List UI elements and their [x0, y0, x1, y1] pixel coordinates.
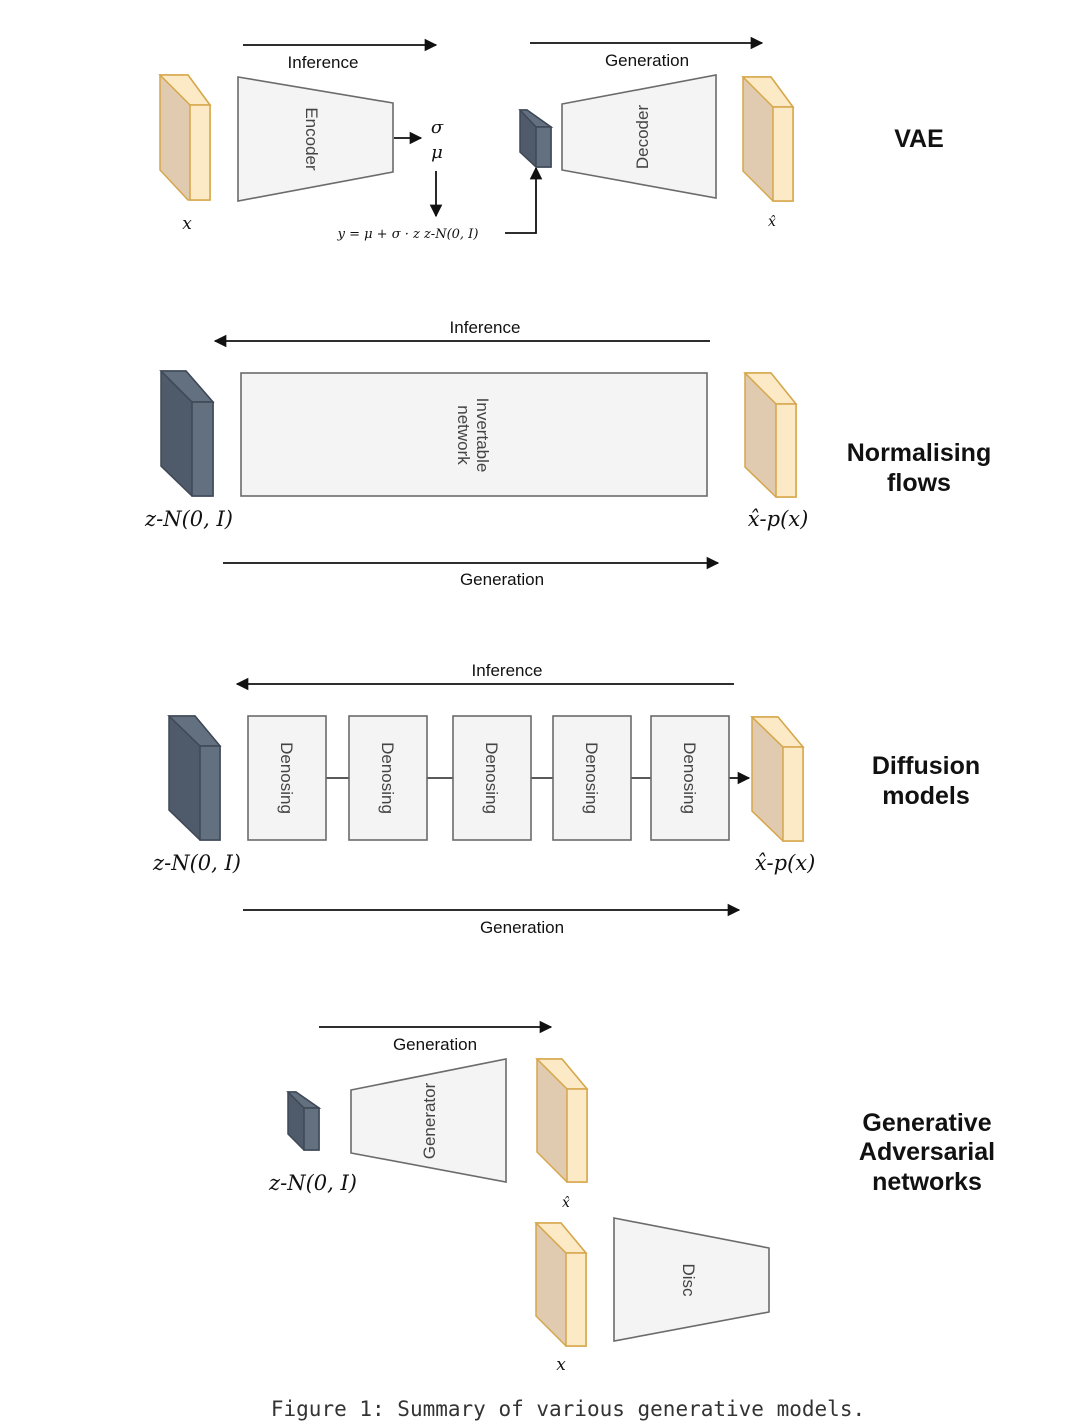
gan-generation-label: Generation: [393, 1035, 477, 1054]
diff-step-label: Denosing: [277, 742, 296, 814]
vae-reparam-label: y = μ + σ · z z-N(0, I): [337, 227, 479, 242]
gan-xhat-label: x̂: [562, 1195, 570, 1211]
gan-generator-label: Generator: [420, 1082, 439, 1159]
diff-data-block: [750, 716, 805, 842]
diff-z-label: z-N(0, I): [152, 851, 241, 875]
diff-generation-label: Generation: [480, 918, 564, 937]
vae-xhat-label: x̂: [768, 214, 776, 230]
diff-title-line2: models: [882, 782, 970, 810]
nf-data-block: [743, 372, 798, 498]
vae-mu-label: μ: [431, 142, 443, 163]
diff-x-label: x̂-p(x): [755, 851, 816, 875]
diff-step-box: [650, 715, 730, 841]
vae-generation-label: Generation: [605, 51, 689, 70]
diffusion-section: Inference z-N(0, I) Denosing Denosing De…: [152, 661, 980, 937]
nf-x-label: x̂-p(x): [748, 507, 809, 531]
nf-latent-block: [159, 370, 215, 497]
nf-generation-label: Generation: [460, 570, 544, 589]
gan-z-label: z-N(0, I): [268, 1171, 357, 1195]
vae-encoder-label: Encoder: [302, 107, 321, 171]
figure-caption: Figure 1: Summary of various generative …: [271, 1397, 865, 1421]
vae-title: VAE: [894, 125, 944, 153]
vae-decoder-block: [561, 74, 717, 199]
diff-step-label: Denosing: [680, 742, 699, 814]
gan-latent-block: [286, 1091, 322, 1151]
diff-inference-label: Inference: [472, 661, 543, 680]
diff-step-label: Denosing: [482, 742, 501, 814]
gan-title-line3: networks: [872, 1168, 982, 1196]
diff-title-line1: Diffusion: [872, 752, 980, 780]
vae-inference-label: Inference: [288, 53, 359, 72]
gan-real-data-block: [534, 1222, 588, 1347]
diff-step-box: [552, 715, 632, 841]
vae-decoder-label: Decoder: [633, 105, 652, 170]
diff-step-label: Denosing: [582, 742, 601, 814]
nf-network-label-line1: Invertable: [473, 398, 492, 473]
diff-step-label: Denosing: [378, 742, 397, 814]
vae-sigma-label: σ: [431, 117, 444, 138]
vae-section: Inference Generation x Encoder σ μ y = μ…: [158, 36, 944, 242]
vae-output-data-block: [741, 76, 795, 202]
vae-input-data-block: [158, 74, 212, 201]
nf-title-line2: flows: [887, 469, 951, 497]
nf-title-line1: Normalising: [847, 439, 991, 467]
gan-section: Generation z-N(0, I) Generator x̂ x Disc…: [268, 1020, 995, 1375]
vae-latent-block: [518, 109, 554, 168]
gan-title-line1: Generative: [862, 1109, 991, 1137]
gan-title-line2: Adversarial: [859, 1138, 995, 1166]
nf-section: Inference z-N(0, I) Invertable network x…: [144, 318, 991, 589]
diff-step-box: [348, 715, 428, 841]
nf-inference-label: Inference: [450, 318, 521, 337]
vae-encoder-block: [237, 76, 394, 202]
gan-discriminator-block: [613, 1217, 770, 1342]
nf-invertible-network-block: [240, 372, 708, 497]
gan-generator-block: [350, 1058, 507, 1183]
gan-generated-data-block: [535, 1058, 589, 1183]
diff-step-box: [247, 715, 327, 841]
diff-step-box: [452, 715, 532, 841]
vae-latent-arrow: [505, 166, 543, 234]
nf-z-label: z-N(0, I): [144, 507, 233, 531]
nf-network-label-line2: network: [454, 405, 473, 465]
vae-x-label: x: [182, 214, 192, 234]
gan-x-label: x: [556, 1355, 566, 1375]
gan-disc-label: Disc: [679, 1263, 698, 1297]
diff-latent-block: [167, 715, 222, 841]
